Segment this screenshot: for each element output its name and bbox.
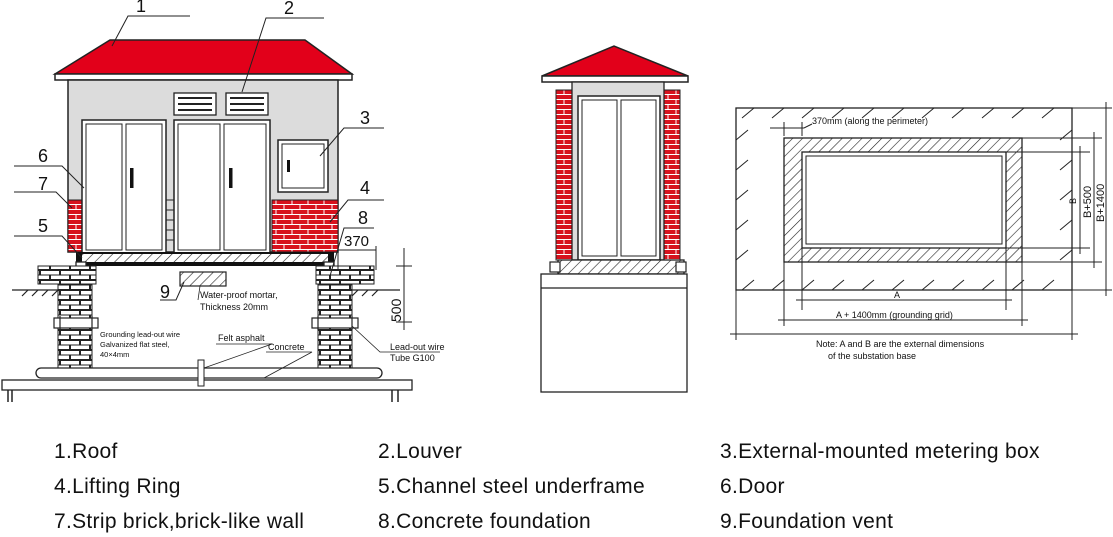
legend-item-underframe: 5.Channel steel underframe	[378, 475, 645, 498]
callout-6: 6	[38, 146, 48, 166]
side-door	[577, 95, 661, 261]
callout-leaders	[14, 15, 384, 301]
leadout-line1: Lead-out wire	[390, 342, 445, 352]
roof	[52, 39, 355, 75]
dim-B1400-label: B+1400	[1095, 184, 1107, 222]
callout-8: 8	[358, 208, 368, 228]
felt-asphalt-label: Felt asphalt	[218, 333, 265, 343]
gap-ladder	[166, 199, 174, 241]
legend-item-lifting-ring: 4.Lifting Ring	[54, 475, 181, 498]
foundation-vent	[179, 271, 227, 287]
grounding-line2: Galvanized flat steel,	[100, 340, 170, 349]
dim-500-label: 500	[388, 298, 404, 322]
side-brick-right	[663, 89, 681, 261]
dim-B	[1006, 102, 1112, 296]
dim-B-label: B	[1068, 198, 1078, 204]
perimeter-label: 370mm (along the perimeter)	[812, 116, 928, 126]
callout-7: 7	[38, 174, 48, 194]
door-right	[173, 119, 271, 255]
legend-item-concrete-foundation: 8.Concrete foundation	[378, 510, 591, 533]
callout-3: 3	[360, 108, 370, 128]
legend-item-door: 6.Door	[720, 475, 785, 498]
dim-500	[396, 248, 412, 330]
callout-1: 1	[136, 0, 146, 16]
metering-box	[277, 139, 329, 193]
base-slab	[1, 359, 413, 402]
perimeter-dim	[770, 122, 813, 136]
mortar-line1: Water-proof mortar,	[200, 290, 278, 300]
callout-9: 9	[160, 282, 170, 302]
concrete-label: Concrete	[268, 342, 305, 352]
pipe-clamps	[53, 316, 359, 330]
legend-item-foundation-vent: 9.Foundation vent	[720, 510, 894, 533]
callout-5: 5	[38, 216, 48, 236]
side-brick-left	[555, 89, 573, 261]
plan-view: 370mm (along the perimeter) A A + 1400mm…	[730, 102, 1112, 361]
door-left	[81, 119, 167, 255]
leadout-line2: Tube G100	[390, 353, 435, 363]
foundation-pier-right	[315, 265, 375, 285]
dim-A	[730, 248, 1078, 340]
soil-hatch	[735, 107, 1073, 291]
legend-item-strip-brick: 7.Strip brick,brick-like wall	[54, 510, 305, 533]
mortar-line2: Thickness 20mm	[200, 302, 268, 312]
louver-right	[225, 92, 269, 116]
dim-A-grid-label: A + 1400mm (grounding grid)	[836, 310, 953, 320]
side-roof	[541, 45, 689, 77]
legend-item-metering-box: 3.External-mounted metering box	[720, 440, 1040, 463]
dim-B500-label: B+500	[1082, 186, 1094, 218]
louver-left	[173, 92, 217, 116]
foundation-pier-left	[37, 265, 97, 285]
brick-wall	[271, 199, 339, 253]
dim-A-label: A	[894, 290, 900, 300]
side-foundation	[540, 273, 688, 393]
side-view	[540, 45, 689, 393]
elevation-view: 370 500 1 2 3 4 5 6 7 8 9 Wa	[1, 0, 445, 402]
legend-item-roof: 1.Roof	[54, 440, 118, 463]
grounding-line1: Grounding lead-out wire	[100, 330, 180, 339]
note-line2: of the substation base	[828, 351, 916, 361]
note-line1: Note: A and B are the external dimension…	[816, 339, 985, 349]
callout-2: 2	[284, 0, 294, 18]
roof-eave	[54, 73, 353, 81]
dim-370-label: 370	[344, 233, 369, 250]
grounding-line3: 40×4mm	[100, 350, 129, 359]
legend-item-louver: 2.Louver	[378, 440, 463, 463]
callout-4: 4	[360, 178, 370, 198]
